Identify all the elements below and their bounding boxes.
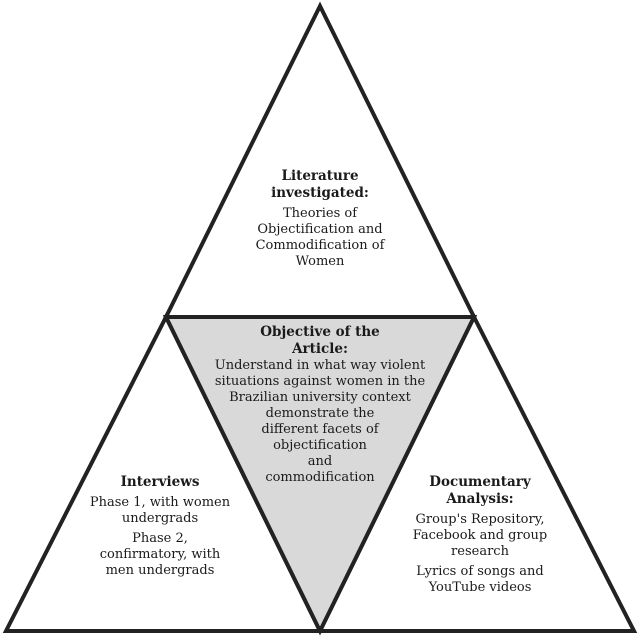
documentary-para1: Group's Repository, Facebook and group r…	[390, 512, 570, 560]
objective-body-line: Understand in what way violent	[214, 358, 426, 373]
documentary-para1-line: Group's Repository,	[415, 512, 545, 527]
objective-body: Understand in what way violent situation…	[200, 358, 440, 486]
objective-body-line: situations against women in the	[214, 374, 426, 389]
objective-body-line: and	[307, 454, 333, 469]
objective-block: Objective of the Article: Understand in …	[200, 324, 440, 486]
objective-body-line: objectification	[273, 438, 367, 453]
documentary-block: Documentary Analysis: Group's Repository…	[390, 474, 570, 596]
objective-body-line: demonstrate the	[265, 406, 375, 421]
literature-title-line: Literature	[281, 168, 359, 184]
literature-body-line: Women	[295, 254, 345, 269]
documentary-para2-line: Lyrics of songs and	[416, 564, 544, 579]
interviews-title-line: Interviews	[120, 474, 200, 490]
literature-title-line: investigated:	[271, 185, 369, 201]
interviews-block: Interviews Phase 1, with women undergrad…	[70, 474, 250, 579]
objective-title-line: Article:	[292, 341, 348, 357]
documentary-para2-line: YouTube videos	[428, 580, 532, 595]
literature-body-line: Theories of	[282, 206, 358, 221]
interviews-phase1: Phase 1, with women undergrads	[70, 495, 250, 527]
interviews-phase2-line: Phase 2,	[132, 531, 188, 546]
objective-title-line: Objective of the	[260, 324, 380, 340]
documentary-title-line: Analysis:	[446, 491, 514, 507]
interviews-phase1-line: undergrads	[121, 511, 199, 526]
documentary-para1-line: research	[451, 544, 509, 559]
literature-title: Literature investigated:	[230, 168, 410, 202]
literature-block: Literature investigated: Theories of Obj…	[230, 168, 410, 270]
interviews-phase1-line: Phase 1, with women	[89, 495, 231, 510]
interviews-phase2: Phase 2, confirmatory, with men undergra…	[70, 531, 250, 579]
literature-body: Theories of Objectification and Commodif…	[230, 206, 410, 270]
objective-body-line: commodification	[265, 470, 375, 485]
documentary-para2: Lyrics of songs and YouTube videos	[390, 564, 570, 596]
literature-body-line: Commodification of	[255, 238, 385, 253]
top-triangle	[162, 1, 478, 319]
interviews-title: Interviews	[70, 474, 250, 491]
interviews-phase2-line: confirmatory, with	[99, 547, 221, 562]
interviews-phase2-line: men undergrads	[105, 563, 215, 578]
documentary-title-line: Documentary	[429, 474, 531, 490]
literature-body-line: Objectification and	[257, 222, 383, 237]
documentary-para1-line: Facebook and group	[412, 528, 548, 543]
objective-title: Objective of the Article:	[200, 324, 440, 358]
documentary-title: Documentary Analysis:	[390, 474, 570, 508]
objective-body-line: Brazilian university context	[229, 390, 411, 405]
center-inverted-triangle	[162, 315, 478, 636]
objective-body-line: different facets of	[261, 422, 379, 437]
